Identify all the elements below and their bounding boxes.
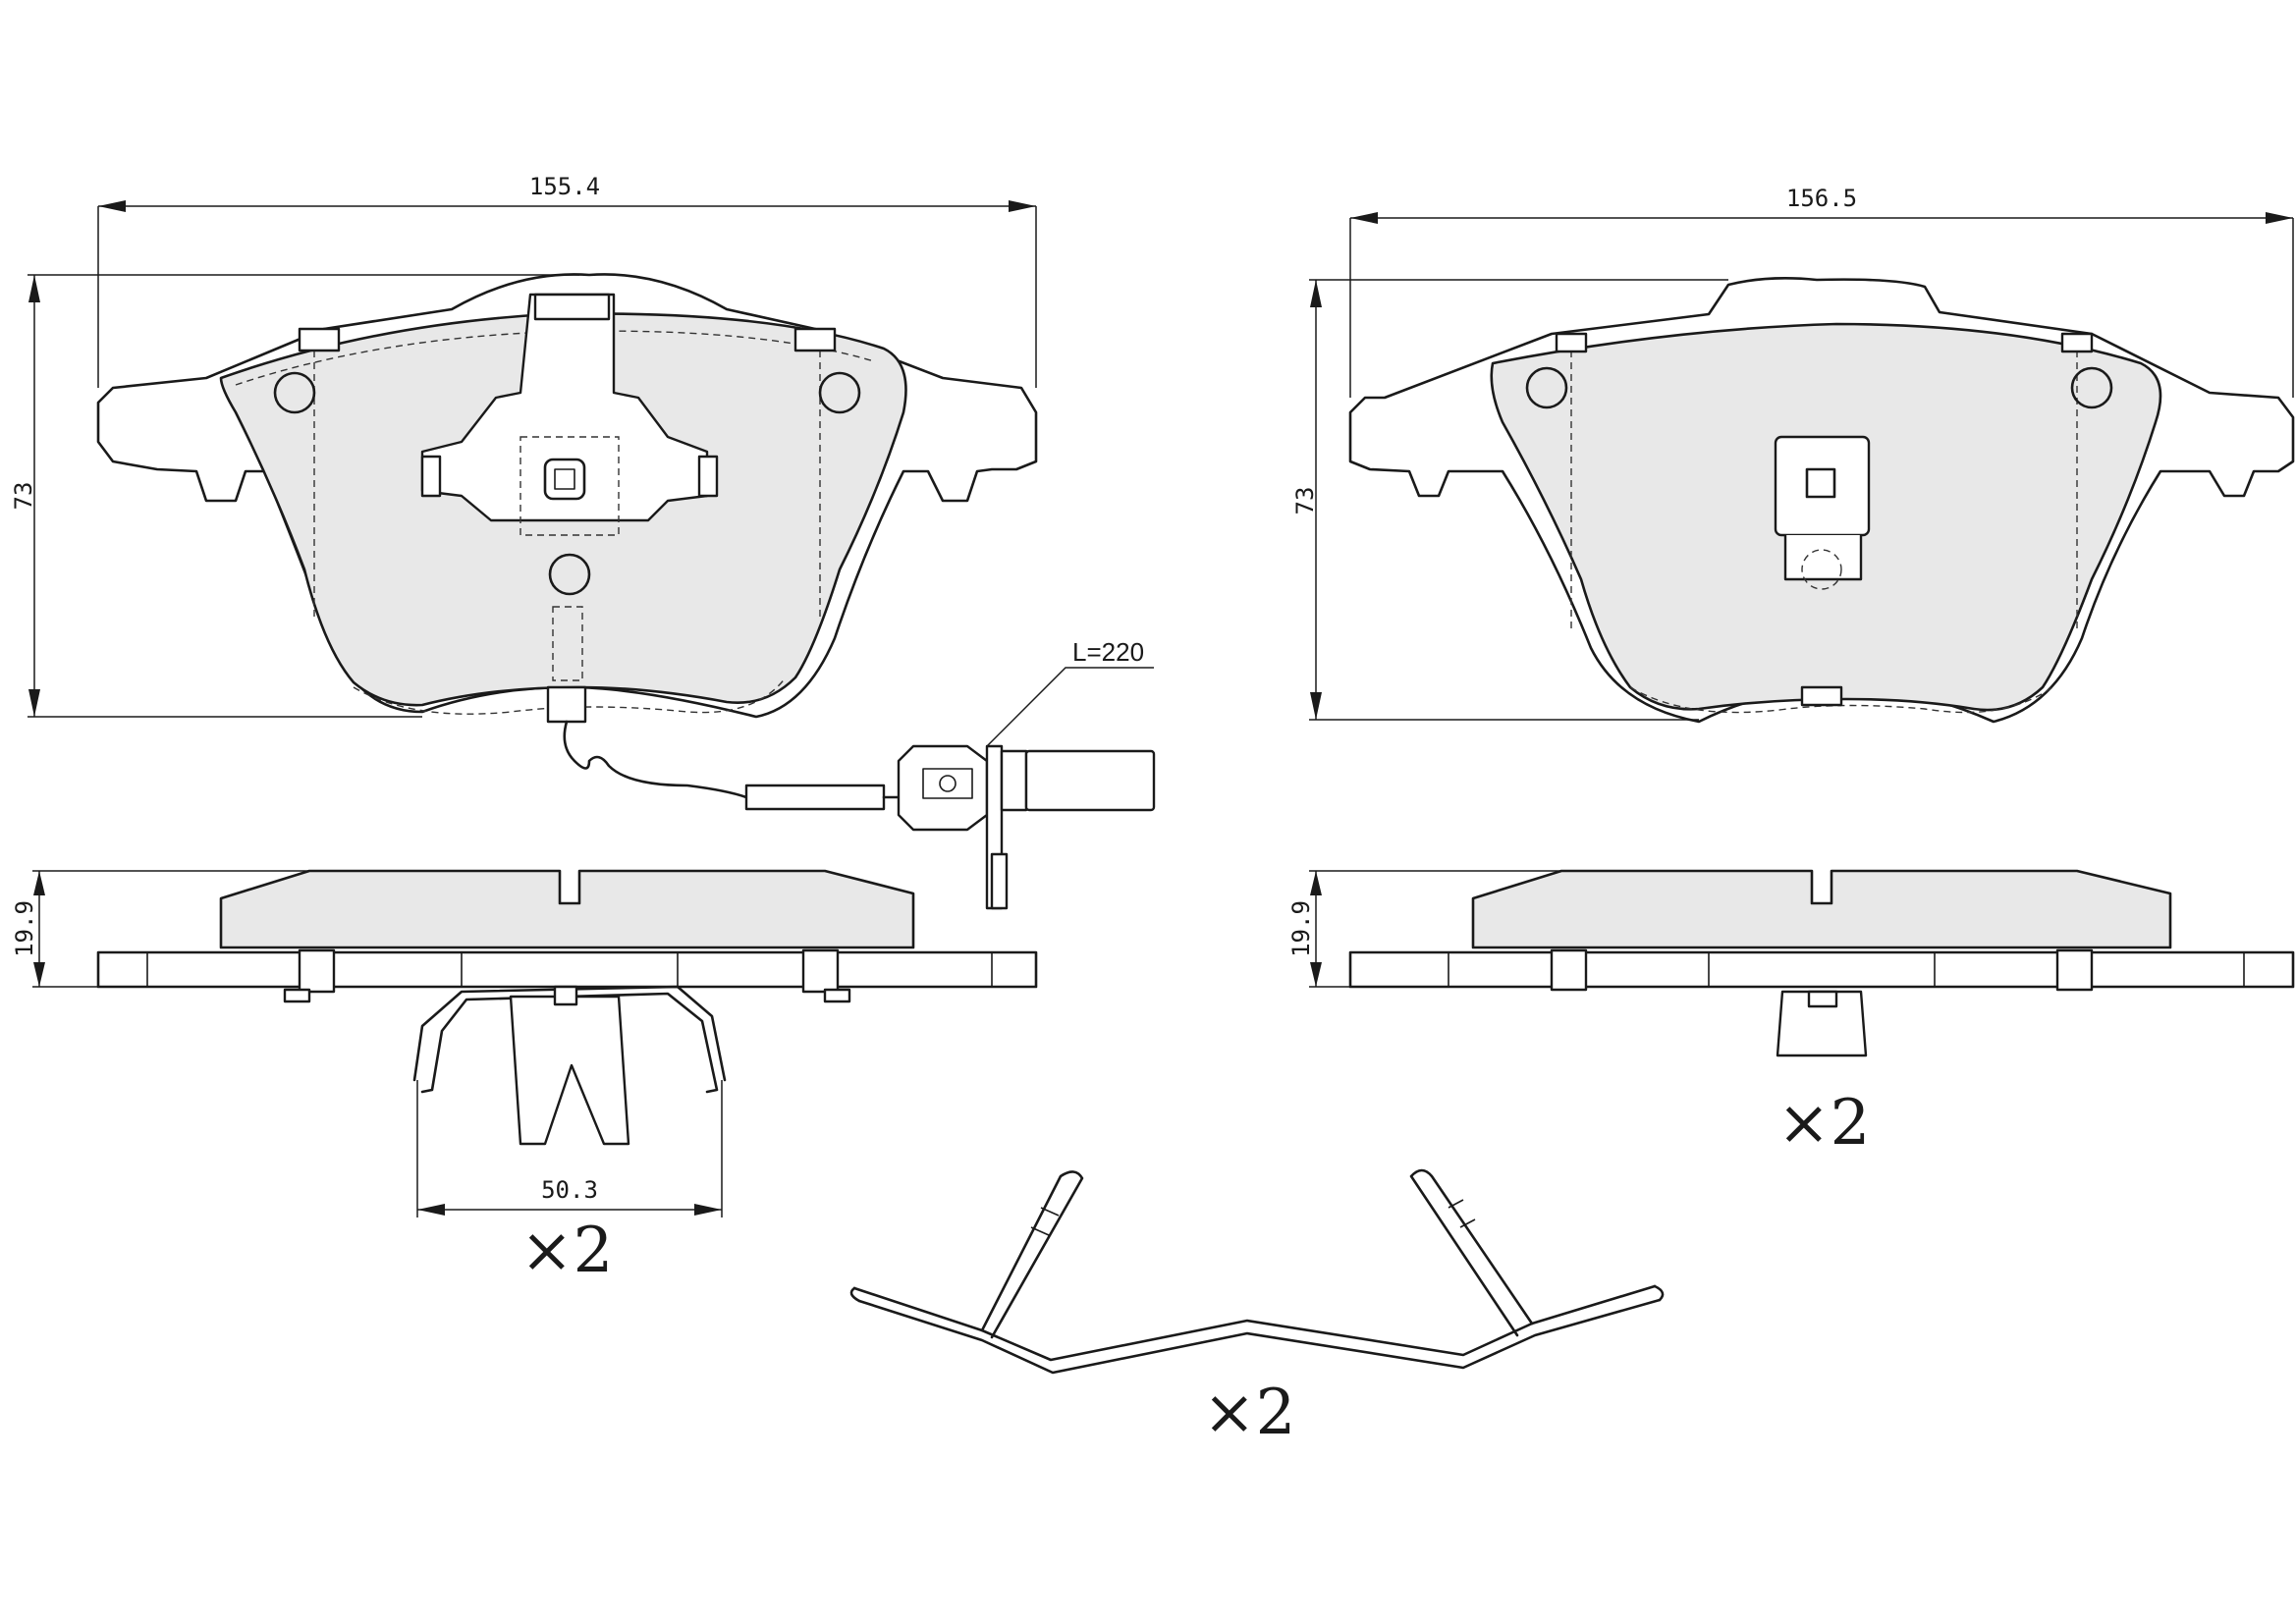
right-pad-quantity: ×2	[1777, 1087, 1870, 1160]
left-pad-front-view: L=220	[96, 273, 1156, 910]
sensor-cable-length-label: L=220	[1072, 637, 1144, 667]
left-pad-height-value: 73	[10, 482, 37, 511]
clip-width-value: 50.3	[541, 1176, 598, 1204]
right-pad-height-dimension: 73	[1291, 279, 1728, 721]
right-pad-width-value: 156.5	[1786, 185, 1857, 212]
right-pad-thickness-value: 19.9	[1287, 900, 1315, 957]
clip-width-dimension: 50.3	[416, 1080, 723, 1217]
right-pad-side-view	[1348, 869, 2295, 1057]
right-pad-width-dimension: 156.5	[1349, 185, 2294, 398]
right-pad-thickness-dimension: 19.9	[1287, 870, 1561, 988]
left-pad-side-view	[96, 869, 1038, 1146]
right-pad-front-view	[1348, 277, 2295, 724]
left-pad-thickness-dimension: 19.9	[11, 870, 309, 988]
anti-rattle-spring	[849, 1168, 1665, 1375]
right-pad-height-value: 73	[1291, 487, 1319, 515]
left-pad-width-value: 155.4	[529, 173, 600, 200]
left-pad-height-dimension: 73	[10, 274, 579, 718]
left-pad-thickness-value: 19.9	[11, 900, 38, 957]
clip-quantity: ×2	[520, 1215, 613, 1287]
left-pad-width-dimension: 155.4	[97, 173, 1037, 388]
spring-quantity: ×2	[1203, 1377, 1295, 1449]
